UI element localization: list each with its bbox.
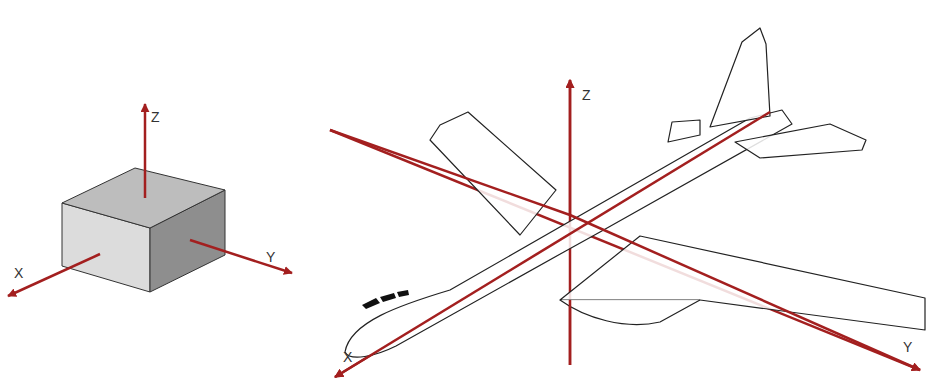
axis-label: X bbox=[343, 350, 352, 364]
plane-axes bbox=[330, 80, 920, 377]
box-figure bbox=[62, 168, 225, 292]
axis-label: Y bbox=[266, 250, 275, 264]
airplane-figure bbox=[345, 28, 925, 357]
cockpit-windows bbox=[362, 290, 409, 309]
axis-label: X bbox=[14, 266, 23, 280]
axis-label: Y bbox=[903, 340, 912, 354]
plane-axes-front bbox=[330, 80, 920, 377]
axis-label: Z bbox=[582, 88, 591, 102]
box-axes bbox=[8, 104, 292, 296]
axis-label: Z bbox=[151, 110, 160, 124]
